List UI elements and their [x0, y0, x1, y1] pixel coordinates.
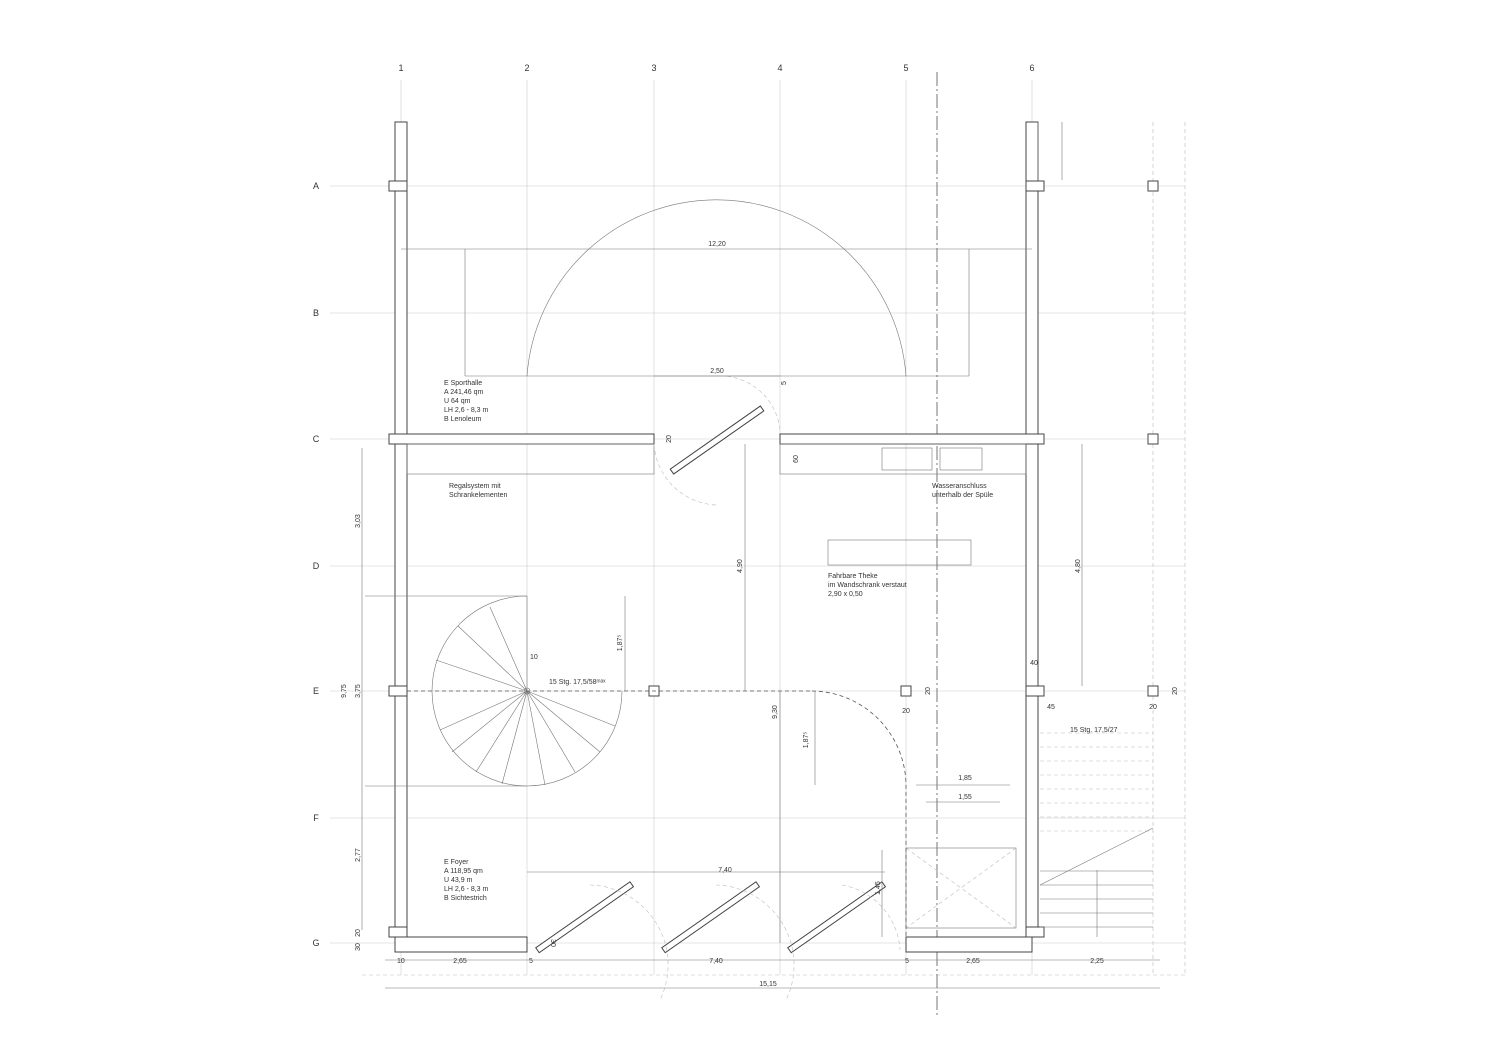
svg-text:5: 5 — [905, 958, 909, 965]
col-label: 6 — [1029, 63, 1034, 73]
svg-text:E Foyer: E Foyer — [444, 859, 469, 866]
svg-text:20: 20 — [1149, 704, 1157, 711]
svg-text:1,85: 1,85 — [958, 775, 972, 782]
walls — [388, 121, 1159, 953]
furniture — [406, 443, 1027, 929]
col-label: 2 — [524, 63, 529, 73]
svg-text:1,87⁵: 1,87⁵ — [803, 732, 810, 749]
svg-text:7,40: 7,40 — [709, 958, 723, 965]
dimension-texts: 12,20 2,50 5 20 60 3,03 4,90 4,80 1,87⁵ … — [341, 241, 1179, 988]
svg-text:20: 20 — [925, 687, 932, 695]
svg-text:30: 30 — [355, 943, 362, 951]
svg-text:2,25: 2,25 — [1090, 958, 1104, 965]
svg-text:A 241,46 qm: A 241,46 qm — [444, 389, 483, 396]
note-regal: Schrankelementen — [449, 492, 507, 499]
svg-text:4,90: 4,90 — [737, 559, 744, 573]
col-label: 3 — [651, 63, 656, 73]
svg-text:A 118,95 qm: A 118,95 qm — [444, 868, 483, 875]
svg-text:3,75: 3,75 — [355, 684, 362, 698]
svg-text:7,40: 7,40 — [718, 867, 732, 874]
row-label: C — [313, 434, 320, 444]
svg-text:40: 40 — [1030, 660, 1038, 667]
row-label: G — [312, 938, 319, 948]
svg-text:10: 10 — [397, 958, 405, 965]
straight-staircase — [1039, 732, 1154, 937]
col-label: 5 — [903, 63, 908, 73]
svg-text:E Sporthalle: E Sporthalle — [444, 380, 482, 387]
column-labels: 1 2 3 4 5 6 — [398, 63, 1034, 73]
svg-text:5: 5 — [781, 381, 788, 385]
svg-text:20: 20 — [355, 929, 362, 937]
svg-text:15 Stg. 17,5/58ᵐᵃˣ: 15 Stg. 17,5/58ᵐᵃˣ — [549, 679, 606, 686]
svg-text:1,45: 1,45 — [875, 881, 882, 895]
svg-text:LH 2,6 - 8,3 m: LH 2,6 - 8,3 m — [444, 407, 489, 414]
note-theke: Fahrbare Theke — [828, 573, 878, 580]
row-label: F — [313, 813, 319, 823]
col-label: 4 — [777, 63, 782, 73]
svg-text:20: 20 — [1172, 687, 1179, 695]
svg-text:U 64 qm: U 64 qm — [444, 398, 471, 405]
svg-text:10: 10 — [530, 654, 538, 661]
svg-text:15,15: 15,15 — [759, 981, 777, 988]
svg-text:20: 20 — [902, 708, 910, 715]
row-label: A — [313, 181, 319, 191]
note-regal: Regalsystem mit — [449, 483, 501, 490]
row-labels: A B C D E F G — [312, 181, 319, 948]
svg-text:2,65: 2,65 — [966, 958, 980, 965]
svg-text:B Sichtestrich: B Sichtestrich — [444, 895, 487, 902]
svg-text:15 Stg. 17,5/27: 15 Stg. 17,5/27 — [1070, 727, 1118, 734]
svg-text:B Lenoleum: B Lenoleum — [444, 416, 482, 423]
svg-text:5: 5 — [529, 958, 533, 965]
svg-text:2,65: 2,65 — [453, 958, 467, 965]
note-labels: Regalsystem mit Schrankelementen Wassera… — [449, 483, 993, 598]
svg-text:9,75: 9,75 — [341, 684, 348, 698]
svg-text:2,50: 2,50 — [710, 368, 724, 375]
dimension-lines — [361, 375, 1160, 989]
room-label-sporthalle: E Sporthalle A 241,46 qm U 64 qm LH 2,6 … — [444, 380, 489, 423]
note-theke: im Wandschrank verstaut — [828, 582, 907, 589]
svg-text:LH 2,6 - 8,3 m: LH 2,6 - 8,3 m — [444, 886, 489, 893]
spiral-staircase — [365, 595, 812, 787]
room-label-foyer: E Foyer A 118,95 qm U 43,9 m LH 2,6 - 8,… — [444, 859, 489, 902]
svg-text:12,20: 12,20 — [708, 241, 726, 248]
doors — [535, 375, 907, 1001]
svg-text:20: 20 — [666, 435, 673, 443]
col-label: 1 — [398, 63, 403, 73]
svg-text:4,80: 4,80 — [1075, 559, 1082, 573]
elevator — [905, 847, 1017, 929]
note-wasser: Wasseranschluss — [932, 483, 987, 490]
row-label: D — [313, 561, 320, 571]
row-label: E — [313, 686, 319, 696]
svg-text:1,87⁵: 1,87⁵ — [617, 635, 624, 652]
svg-text:1,55: 1,55 — [958, 794, 972, 801]
svg-text:9,30: 9,30 — [772, 705, 779, 719]
note-theke: 2,90 x 0,50 — [828, 591, 863, 598]
note-wasser: unterhalb der Spüle — [932, 492, 993, 499]
svg-text:45: 45 — [1047, 704, 1055, 711]
svg-text:3,03: 3,03 — [355, 514, 362, 528]
svg-text:U 43,9 m: U 43,9 m — [444, 877, 473, 884]
row-label: B — [313, 308, 319, 318]
svg-text:2,77: 2,77 — [355, 848, 362, 862]
svg-text:60: 60 — [793, 455, 800, 463]
mobile-counter — [827, 539, 972, 566]
svg-text:30: 30 — [549, 939, 556, 947]
